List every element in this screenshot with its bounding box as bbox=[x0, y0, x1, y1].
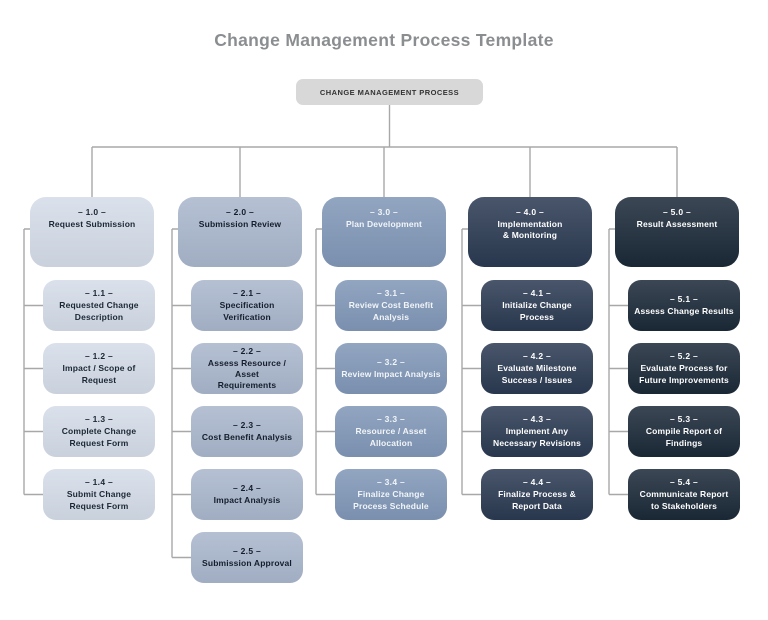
node-label: Submission Review bbox=[198, 219, 282, 229]
node-number: – 5.1 – bbox=[669, 293, 699, 304]
node-5-3: – 5.3 –Compile Report of Findings bbox=[628, 406, 740, 457]
node-label: Submit Change Request Form bbox=[66, 489, 132, 511]
node-label: Plan Development bbox=[345, 219, 423, 229]
node-label: Impact Analysis bbox=[213, 494, 281, 505]
node-label: Cost Benefit Analysis bbox=[201, 431, 293, 442]
node-2-0: – 2.0 – Submission Review bbox=[178, 197, 302, 267]
node-number: – 4.3 – bbox=[522, 414, 552, 425]
node-1-4: – 1.4 –Submit Change Request Form bbox=[43, 469, 155, 520]
node-2-4: – 2.4 –Impact Analysis bbox=[191, 469, 303, 520]
node-4-1: – 4.1 –Initialize Change Process bbox=[481, 280, 593, 331]
node-label: Request Submission bbox=[48, 219, 136, 229]
node-number: – 3.2 – bbox=[376, 356, 406, 367]
node-label: Result Assessment bbox=[636, 219, 718, 229]
node-label: Impact / Scope of Request bbox=[62, 363, 136, 385]
node-3-0: – 3.0 – Plan Development bbox=[322, 197, 446, 267]
node-5-1: – 5.1 –Assess Change Results bbox=[628, 280, 740, 331]
node-number: – 1.2 – bbox=[84, 351, 114, 362]
node-number: – 2.5 – bbox=[232, 545, 262, 556]
page-title: Change Management Process Template bbox=[214, 30, 554, 50]
node-label: Assess Resource / Asset Requirements bbox=[207, 357, 287, 391]
node-label: Complete Change Request Form bbox=[61, 426, 137, 448]
node-number: – 5.4 – bbox=[669, 477, 699, 488]
node-3-3: – 3.3 –Resource / Asset Allocation bbox=[335, 406, 447, 457]
node-number: – 1.0 – bbox=[77, 207, 107, 217]
node-number: – 4.0 – bbox=[515, 207, 545, 217]
node-number: – 2.1 – bbox=[232, 288, 262, 299]
node-number: – 1.1 – bbox=[84, 288, 114, 299]
node-4-0: – 4.0 – Implementation & Monitoring bbox=[468, 197, 592, 267]
node-4-4: – 4.4 –Finalize Process & Report Data bbox=[481, 469, 593, 520]
node-3-2: – 3.2 –Review Impact Analysis bbox=[335, 343, 447, 394]
node-number: – 2.2 – bbox=[232, 345, 262, 356]
node-label: Implement Any Necessary Revisions bbox=[493, 426, 581, 448]
node-label: Communicate Report to Stakeholders bbox=[639, 489, 729, 511]
node-number: – 3.1 – bbox=[376, 288, 406, 299]
node-number: – 3.4 – bbox=[376, 477, 406, 488]
node-label: Finalize Change Process Schedule bbox=[353, 489, 429, 511]
node-label: Evaluate Process for Future Improvements bbox=[639, 363, 729, 385]
node-number: – 1.3 – bbox=[84, 414, 114, 425]
node-1-2: – 1.2 –Impact / Scope of Request bbox=[43, 343, 155, 394]
node-label: Resource / Asset Allocation bbox=[355, 426, 427, 448]
node-1-3: – 1.3 –Complete Change Request Form bbox=[43, 406, 155, 457]
node-2-3: – 2.3 –Cost Benefit Analysis bbox=[191, 406, 303, 457]
node-label: Finalize Process & Report Data bbox=[498, 489, 576, 511]
node-number: – 2.4 – bbox=[232, 482, 262, 493]
node-label: Compile Report of Findings bbox=[645, 426, 723, 448]
node-label: Initialize Change Process bbox=[502, 300, 572, 322]
node-label: Evaluate Milestone Success / Issues bbox=[497, 363, 577, 385]
node-1-1: – 1.1 –Requested Change Description bbox=[43, 280, 155, 331]
node-3-1: – 3.1 –Review Cost Benefit Analysis bbox=[335, 280, 447, 331]
node-number: – 5.3 – bbox=[669, 414, 699, 425]
node-number: – 3.3 – bbox=[376, 414, 406, 425]
node-5-2: – 5.2 –Evaluate Process for Future Impro… bbox=[628, 343, 740, 394]
node-label: Assess Change Results bbox=[634, 305, 734, 316]
node-5-0: – 5.0 – Result Assessment bbox=[615, 197, 739, 267]
node-number: – 3.0 – bbox=[369, 207, 399, 217]
node-label: Implementation & Monitoring bbox=[497, 219, 563, 241]
node-1-0: – 1.0 – Request Submission bbox=[30, 197, 154, 267]
root-node-label: CHANGE MANAGEMENT PROCESS bbox=[319, 87, 460, 97]
node-number: – 2.3 – bbox=[232, 419, 262, 430]
node-label: Review Cost Benefit Analysis bbox=[348, 300, 434, 322]
node-5-4: – 5.4 –Communicate Report to Stakeholder… bbox=[628, 469, 740, 520]
node-number: – 4.4 – bbox=[522, 477, 552, 488]
node-number: – 4.2 – bbox=[522, 351, 552, 362]
node-label: Requested Change Description bbox=[59, 300, 139, 322]
node-number: – 5.2 – bbox=[669, 351, 699, 362]
node-number: – 2.0 – bbox=[225, 207, 255, 217]
node-4-2: – 4.2 –Evaluate Milestone Success / Issu… bbox=[481, 343, 593, 394]
node-4-3: – 4.3 –Implement Any Necessary Revisions bbox=[481, 406, 593, 457]
node-3-4: – 3.4 –Finalize Change Process Schedule bbox=[335, 469, 447, 520]
node-2-1: – 2.1 –Specification Verification bbox=[191, 280, 303, 331]
node-2-2: – 2.2 –Assess Resource / Asset Requireme… bbox=[191, 343, 303, 394]
node-number: – 5.0 – bbox=[662, 207, 692, 217]
root-node: CHANGE MANAGEMENT PROCESS bbox=[296, 79, 483, 105]
node-label: Review Impact Analysis bbox=[341, 368, 441, 379]
node-2-5: – 2.5 –Submission Approval bbox=[191, 532, 303, 583]
node-number: – 4.1 – bbox=[522, 288, 552, 299]
node-label: Submission Approval bbox=[202, 557, 292, 568]
node-number: – 1.4 – bbox=[84, 477, 114, 488]
node-label: Specification Verification bbox=[219, 300, 275, 322]
